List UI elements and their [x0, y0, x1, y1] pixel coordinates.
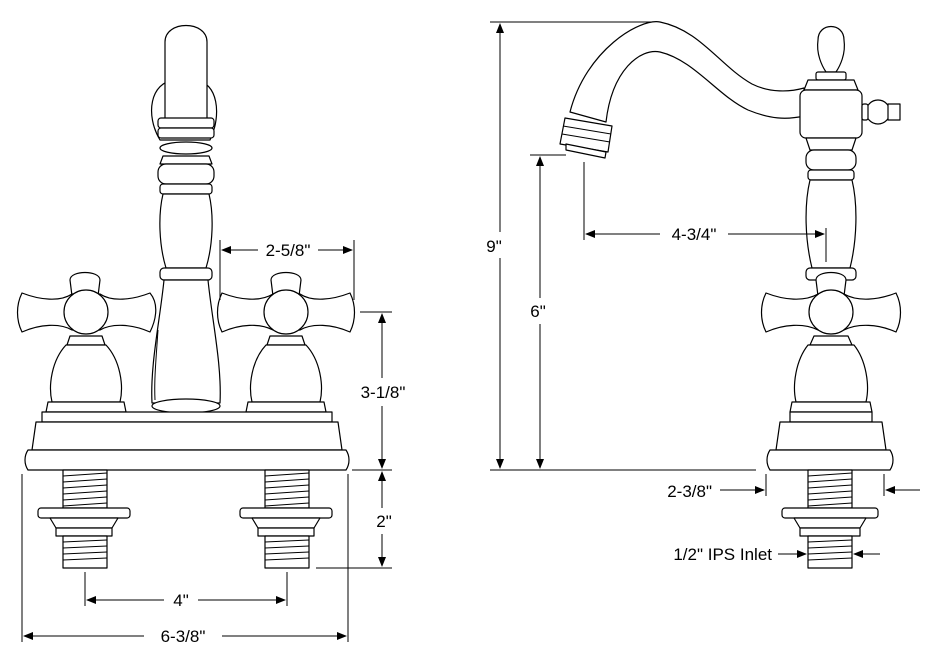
label-6-3-8: 6-3/8" [161, 627, 206, 646]
label-2-5-8: 2-5/8" [266, 241, 311, 260]
dimension-overall-width: 6-3/8" [21, 474, 349, 646]
dimension-spout-clearance: 6" [530, 154, 566, 469]
spout-arc [559, 21, 805, 159]
dimension-overall-height: 9" [486, 21, 756, 471]
dimension-shank-length: 2" [316, 471, 392, 569]
side-base [766, 411, 894, 471]
upper-body [799, 25, 901, 281]
label-6: 6" [530, 302, 546, 321]
side-handle [760, 271, 902, 413]
dimension-spout-handle-spacing: 2-5/8" [219, 240, 355, 300]
side-view: 9" 6" 4-3/4" 2-3/8" 1 [486, 21, 920, 569]
dimension-inlet: 1/2" IPS Inlet [673, 545, 880, 564]
side-shank [781, 469, 879, 569]
dimension-handle-height: 3-1/8" [352, 311, 406, 471]
dimension-base-width: 2-3/8" [667, 474, 920, 501]
label-4: 4" [173, 591, 189, 610]
left-handle [16, 271, 157, 413]
label-9: 9" [486, 237, 502, 256]
label-2-3-8: 2-3/8" [667, 482, 712, 501]
label-2: 2" [376, 512, 392, 531]
label-inlet: 1/2" IPS Inlet [673, 545, 772, 564]
dimension-spout-reach: 4-3/4" [583, 162, 827, 262]
spout [151, 24, 221, 414]
label-4-3-4: 4-3/4" [672, 225, 717, 244]
dimension-center-spacing: 4" [84, 572, 288, 610]
front-view: 2-5/8" 3-1/8" 2" 4" [16, 24, 406, 646]
label-3-1-8: 3-1/8" [361, 383, 406, 402]
base-plate [24, 411, 350, 471]
right-shank [239, 469, 333, 569]
right-handle [216, 271, 356, 413]
left-shank [37, 469, 131, 569]
